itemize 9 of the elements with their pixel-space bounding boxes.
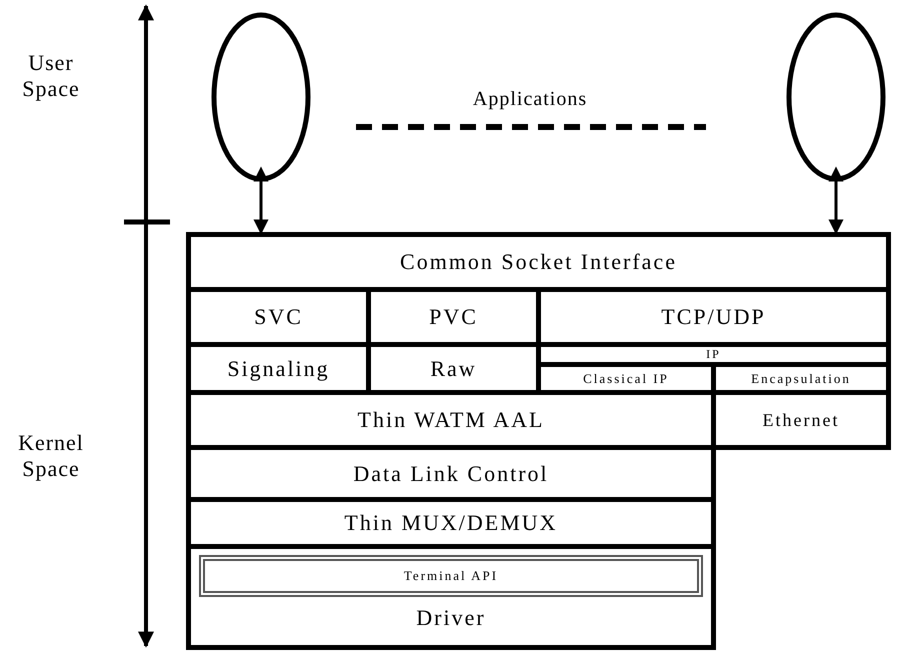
api-layer: Terminal API: [199, 555, 703, 597]
layer-label: Driver: [416, 605, 486, 631]
double-arrow: [828, 166, 844, 234]
double-arrow: [254, 166, 268, 234]
application-circle: [211, 12, 311, 182]
axis-label: Kernel Space: [17, 430, 85, 482]
axis-label: User Space: [21, 50, 81, 102]
group-label: Applications: [472, 88, 588, 111]
application-circle: [786, 12, 886, 182]
